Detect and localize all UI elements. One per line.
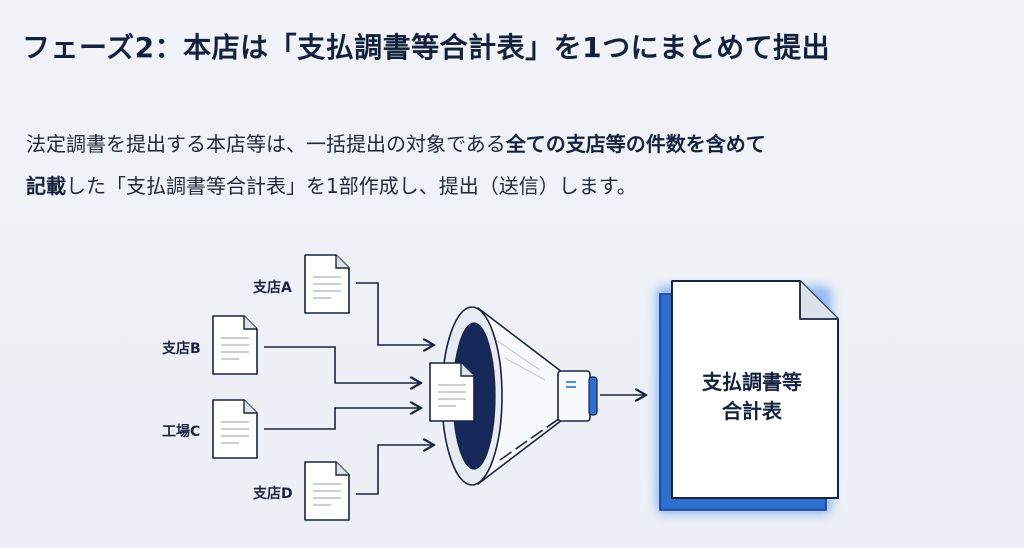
body-text: 法定調書を提出する本店等は、一括提出の対象である — [26, 132, 506, 156]
body-line-2: 記載した「支払調書等合計表」を1部作成し、提出（送信）します。 — [26, 170, 637, 199]
output-doc-title-line1: 支払調書等 — [702, 370, 802, 394]
document-icon — [429, 362, 475, 422]
body-emphasis: 全ての支店等の件数を含めて — [505, 132, 766, 156]
source-label-c: 工場C — [162, 423, 200, 440]
source-label-d: 支店D — [252, 485, 293, 502]
page-title: フェーズ2：本店は「支払調書等合計表」を1つにまとめて提出 — [22, 31, 831, 64]
connector-arrow — [356, 282, 434, 345]
connector-arrow — [264, 346, 421, 383]
body-line-1: 法定調書を提出する本店等は、一括提出の対象である全ての支店等の件数を含めて — [26, 128, 766, 157]
document-icon — [304, 461, 350, 521]
document-icon — [212, 315, 258, 375]
source-label-b: 支店B — [161, 340, 201, 357]
connector-arrow — [356, 445, 434, 495]
body-text: した「支払調書等合計表」を1部作成し、提出（送信）します。 — [66, 174, 637, 198]
document-icon — [304, 254, 350, 314]
document-icon — [212, 399, 258, 459]
output-doc-title-line2: 合計表 — [722, 399, 783, 423]
connector-arrow — [264, 408, 421, 430]
body-emphasis: 記載 — [26, 174, 66, 198]
total-table-document: 支払調書等 合計表 — [656, 280, 839, 514]
source-label-a: 支店A — [252, 279, 292, 296]
